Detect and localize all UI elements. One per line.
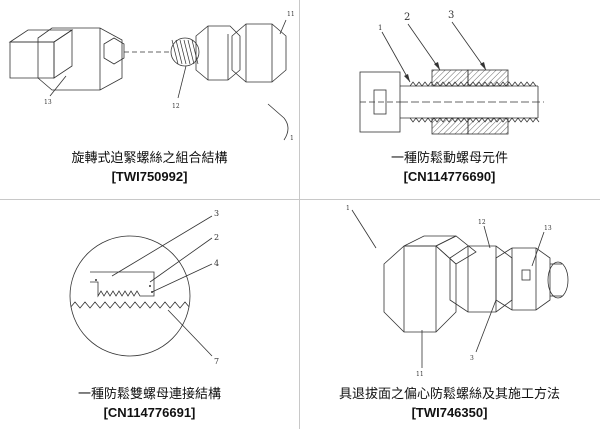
callout-label: 3 — [470, 355, 474, 362]
patent-title: 一種防鬆雙螺母連接結構 — [0, 386, 299, 404]
callout-label: 7 — [214, 357, 219, 366]
patent-caption: 旋轉式迫緊螺絲之組合結構 [TWI750992] — [0, 150, 299, 186]
patent-card-twi746350[interactable]: 1 12 13 11 3 具退拔面之偏心防鬆螺絲及其施工方法 [TWI74635… — [300, 200, 599, 429]
callout-label: 11 — [287, 11, 295, 18]
patent-drawing: 11 13 12 1 — [0, 0, 299, 142]
patent-card-cn114776691[interactable]: 3 2 4 7 一種防鬆雙螺母連接結構 [CN114776691] — [0, 200, 299, 429]
callout-label: 1 — [290, 135, 294, 142]
patent-caption: 具退拔面之偏心防鬆螺絲及其施工方法 [TWI746350] — [300, 386, 599, 422]
callout-label: 3 — [448, 10, 454, 21]
patent-card-twi750992[interactable]: 11 13 12 1 旋轉式迫緊螺絲之組合結構 [TWI750992] — [0, 0, 299, 199]
patent-title: 一種防鬆動螺母元件 — [300, 150, 599, 168]
callout-label: 13 — [544, 225, 552, 232]
callout-label: 1 — [378, 24, 382, 32]
patent-drawing: 1 12 13 11 3 — [300, 200, 599, 380]
patent-caption: 一種防鬆雙螺母連接結構 [CN114776691] — [0, 386, 299, 422]
patent-number: [TWI750992] — [0, 168, 299, 186]
patent-number: [CN114776690] — [300, 168, 599, 186]
patent-drawing: 1 2 3 — [300, 0, 599, 142]
callout-label: 12 — [172, 103, 180, 110]
callout-label: 1 — [346, 205, 350, 212]
patent-card-cn114776690[interactable]: 1 2 3 一種防鬆動螺母元件 [CN114776690] — [300, 0, 599, 199]
callout-label: 11 — [416, 371, 424, 378]
patent-caption: 一種防鬆動螺母元件 [CN114776690] — [300, 150, 599, 186]
callout-label: 4 — [214, 259, 219, 268]
callout-label: 13 — [44, 99, 52, 106]
patent-number: [CN114776691] — [0, 404, 299, 422]
callout-label: 2 — [404, 12, 410, 23]
callout-label: 2 — [214, 233, 219, 242]
patent-drawing: 3 2 4 7 — [0, 200, 299, 380]
patent-title: 具退拔面之偏心防鬆螺絲及其施工方法 — [300, 386, 599, 404]
callout-label: 12 — [478, 219, 486, 226]
patent-number: [TWI746350] — [300, 404, 599, 422]
callout-label: 3 — [214, 209, 219, 218]
patent-title: 旋轉式迫緊螺絲之組合結構 — [0, 150, 299, 168]
